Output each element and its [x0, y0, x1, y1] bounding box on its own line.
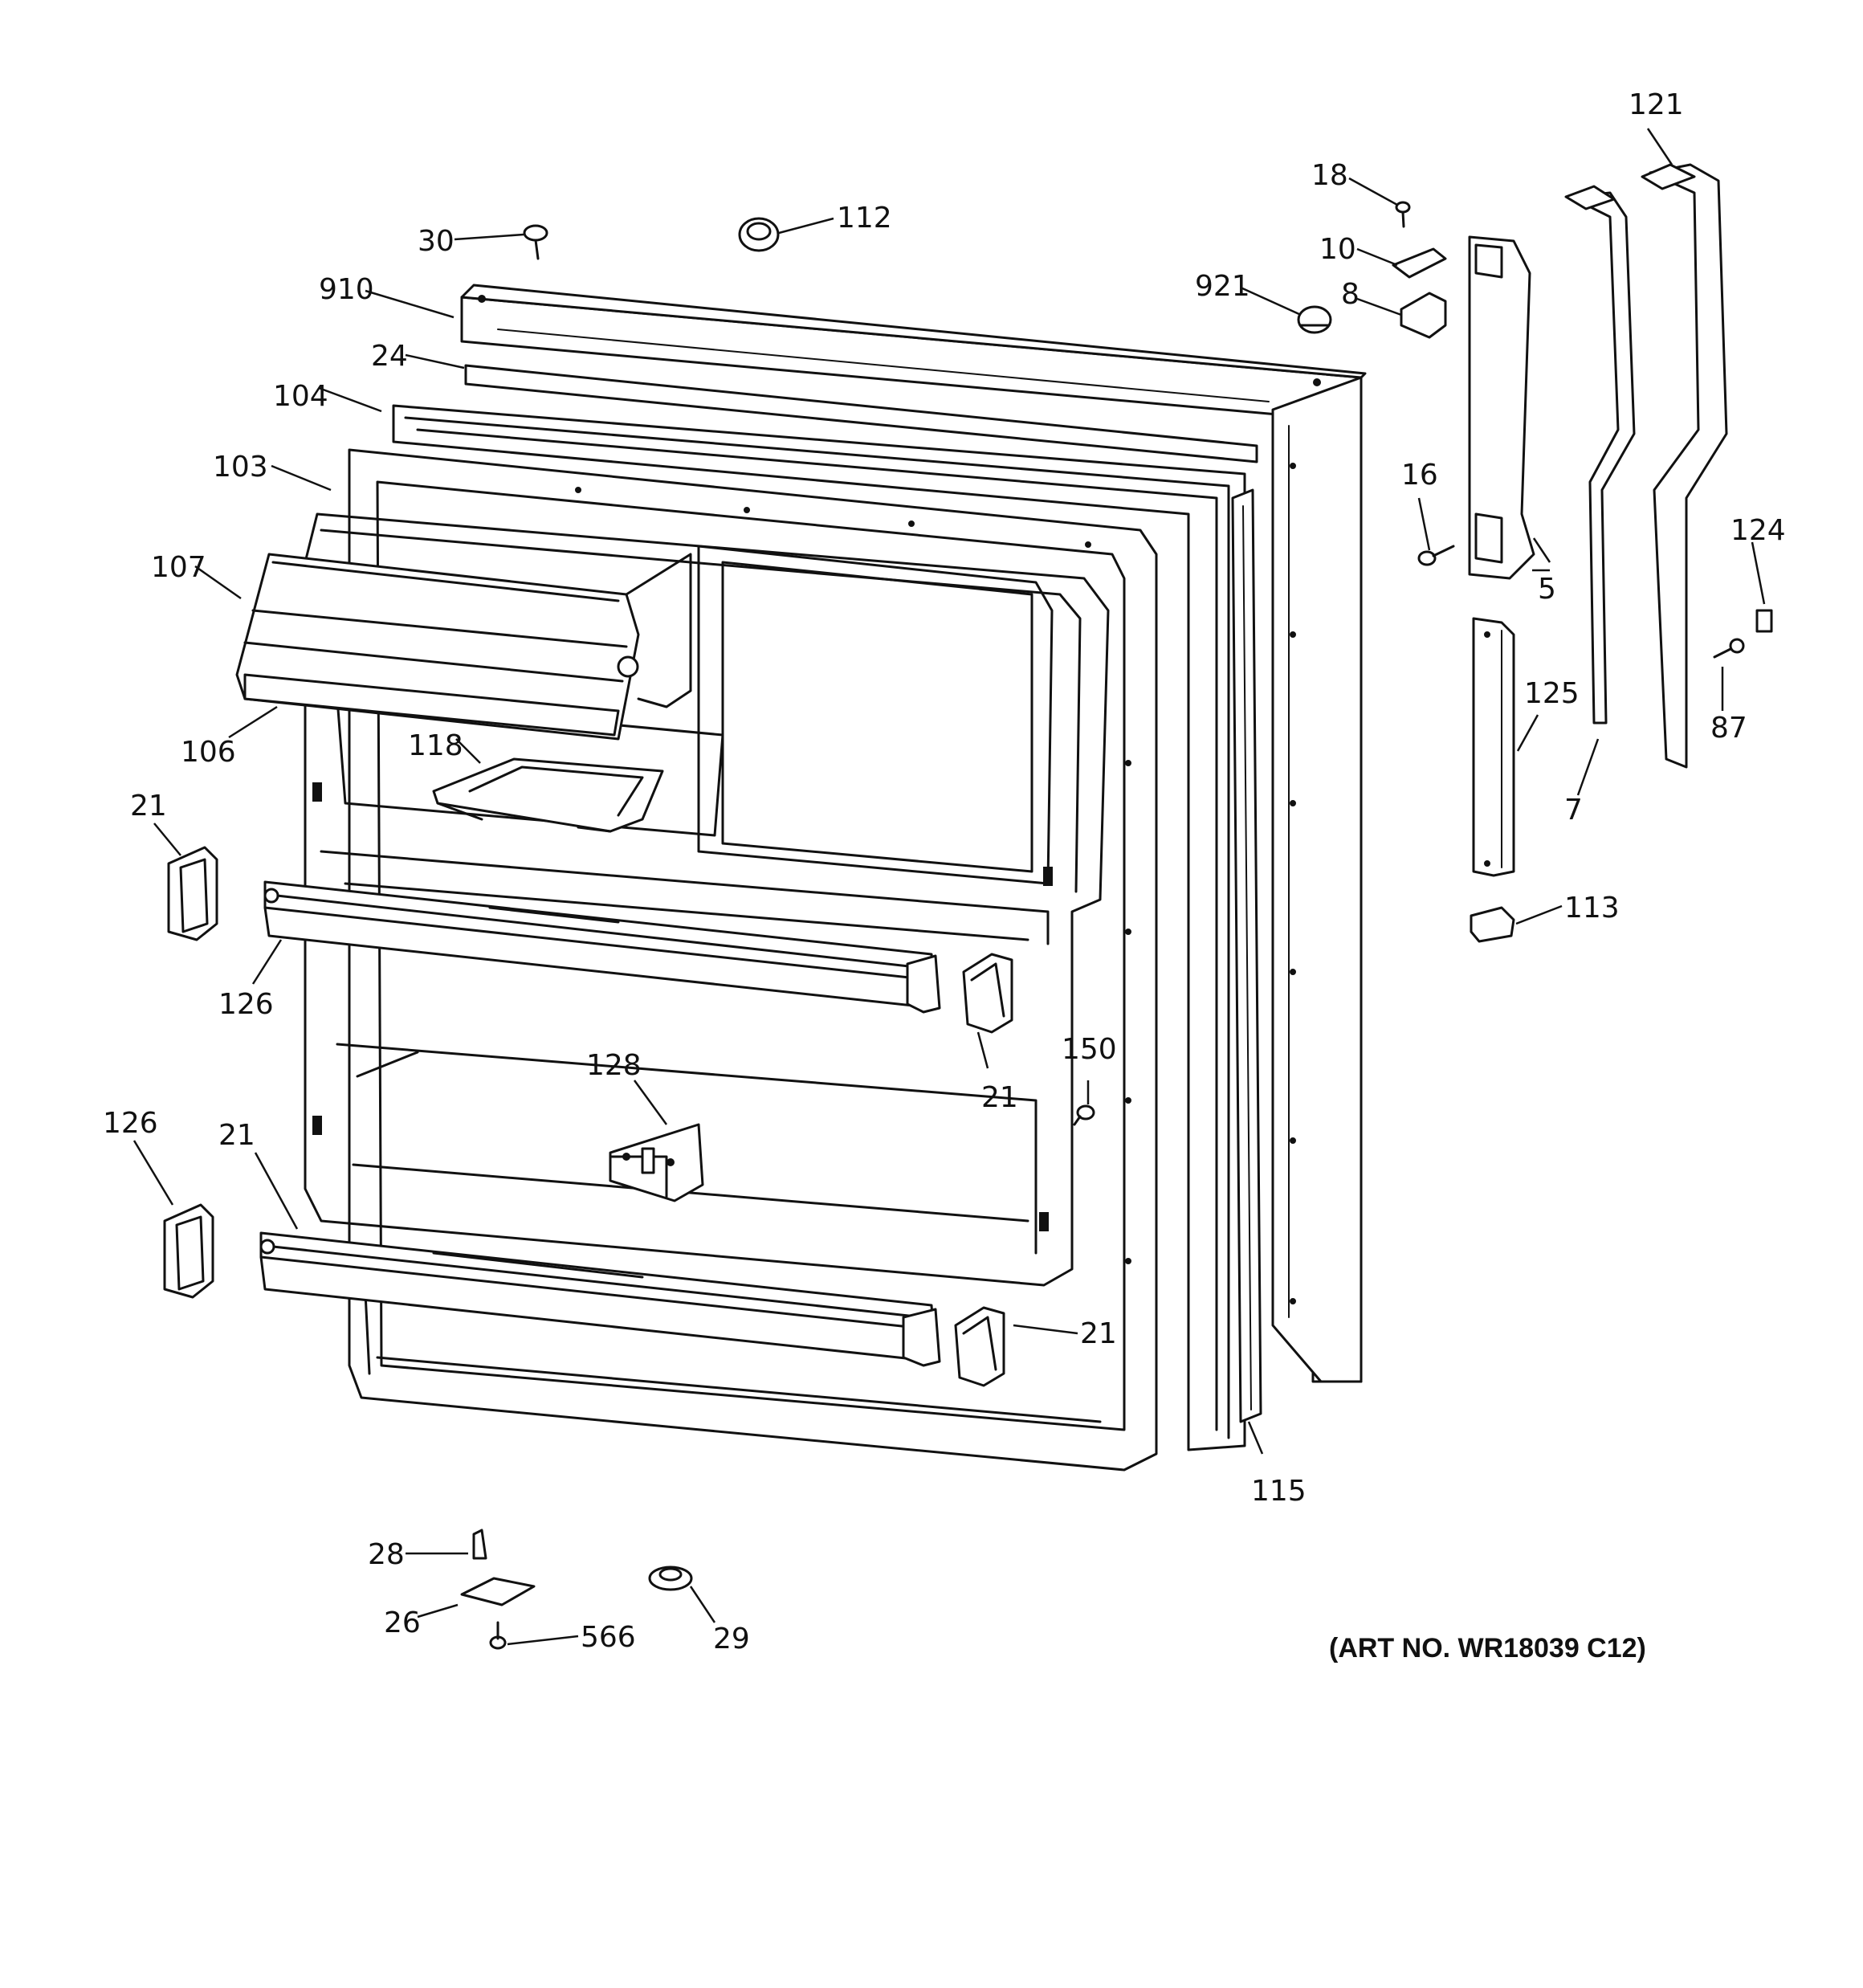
callout-16: 16 — [1401, 459, 1438, 492]
door-shelf-lower — [259, 1231, 941, 1367]
handle-5 — [1468, 235, 1535, 580]
callout-24: 24 — [371, 340, 408, 373]
callout-107: 107 — [151, 551, 206, 584]
outer-door-panel — [460, 284, 1367, 1383]
shelf-support-left-lower — [163, 1203, 214, 1299]
callout-21-right-upper: 21 — [981, 1081, 1018, 1114]
callout-labels: 121 18 10 921 8 30 112 910 24 104 103 10… — [103, 88, 1786, 1663]
handle-bracket-125 — [1472, 617, 1515, 877]
callout-18: 18 — [1311, 159, 1348, 192]
callout-126-lower: 21 — [218, 1119, 255, 1152]
callout-121: 121 — [1629, 88, 1684, 121]
top-trim-strip — [464, 364, 1258, 463]
callout-5: 5 — [1538, 573, 1556, 606]
hinge-plate-26 — [460, 1577, 536, 1606]
plug-921 — [1297, 305, 1332, 334]
callout-921: 921 — [1195, 270, 1250, 303]
callout-115: 115 — [1251, 1475, 1307, 1508]
callout-128: 128 — [586, 1049, 642, 1082]
hinge-pin-10 — [1392, 247, 1447, 279]
callout-103: 103 — [213, 451, 268, 484]
callout-7: 7 — [1564, 794, 1583, 827]
hinge-121 — [1641, 163, 1728, 769]
callout-106: 106 — [181, 736, 236, 769]
hinge-7 — [1564, 185, 1636, 725]
leader-lines — [132, 128, 1766, 1646]
callout-30: 30 — [418, 225, 455, 258]
callout-104: 104 — [273, 380, 328, 413]
dairy-compartment-door — [235, 553, 692, 741]
screw-566 — [489, 1621, 507, 1650]
handle-cap-113 — [1470, 906, 1515, 943]
callout-126-upper: 126 — [218, 988, 274, 1021]
screw-16 — [1417, 545, 1455, 566]
callout-87: 87 — [1710, 712, 1747, 745]
door-shelf-upper — [263, 880, 941, 1014]
callout-150: 150 — [1062, 1033, 1117, 1066]
shelf-support-right-lower — [954, 1306, 1005, 1387]
door-baffle — [609, 1123, 704, 1202]
pin-28 — [472, 1529, 487, 1560]
clip-124 — [1755, 609, 1773, 633]
plug-button-112 — [738, 217, 780, 252]
screw-87 — [1713, 638, 1745, 659]
callout-124: 124 — [1731, 514, 1786, 547]
callout-8: 8 — [1341, 278, 1360, 311]
screw-18 — [1395, 201, 1411, 228]
screw-150 — [1073, 1104, 1095, 1126]
callout-113: 113 — [1564, 892, 1620, 925]
shelf-support-left-upper — [167, 846, 218, 941]
callout-21-left-upper: 21 — [130, 790, 167, 823]
side-seal-strip — [1231, 488, 1262, 1423]
callout-21-right-lower: 21 — [1080, 1317, 1117, 1350]
callout-28: 28 — [368, 1538, 405, 1571]
callout-26: 26 — [384, 1606, 421, 1639]
callout-21-left-lower: 126 — [103, 1107, 158, 1140]
callout-125: 125 — [1524, 677, 1580, 710]
screw-30 — [523, 224, 548, 260]
shelf-support-right-upper — [962, 953, 1013, 1034]
callout-118: 118 — [408, 729, 463, 762]
bushing-29 — [648, 1565, 693, 1591]
callout-566: 566 — [581, 1621, 636, 1654]
callout-10: 10 — [1319, 233, 1356, 266]
bracket-8 — [1400, 292, 1447, 339]
callout-112: 112 — [837, 202, 892, 235]
art-number: (ART NO. WR18039 C12) — [1329, 1633, 1646, 1663]
callout-910: 910 — [319, 273, 374, 306]
callout-29: 29 — [713, 1623, 750, 1655]
door-gasket — [392, 404, 1246, 1451]
butter-tray — [432, 757, 664, 833]
